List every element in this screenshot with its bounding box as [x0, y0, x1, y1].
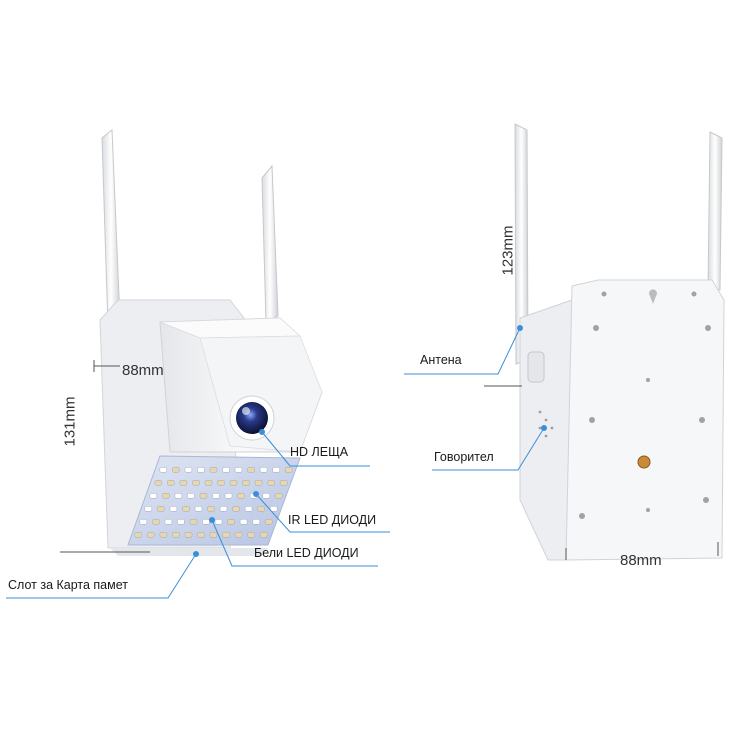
led-dot — [184, 532, 193, 538]
led-dot — [222, 532, 230, 538]
led-dot — [159, 467, 168, 473]
tripod-socket — [637, 455, 651, 469]
led-dot — [259, 532, 268, 538]
led-dot — [204, 480, 213, 486]
led-dot — [172, 467, 180, 473]
led-dot — [257, 506, 265, 512]
led-dot — [207, 506, 215, 512]
led-dot — [242, 480, 250, 486]
led-dot — [177, 519, 185, 525]
led-dot — [267, 480, 275, 486]
led-dot — [184, 467, 193, 473]
led-dot — [247, 532, 255, 538]
led-dot — [219, 506, 228, 512]
led-dot — [157, 506, 165, 512]
led-dot — [149, 493, 158, 499]
led-dot — [187, 493, 195, 499]
led-dot — [199, 493, 208, 499]
led-dot — [244, 506, 253, 512]
led-dot — [262, 493, 270, 499]
led-dot — [172, 532, 180, 538]
led-dot — [164, 519, 173, 525]
led-dot — [252, 519, 260, 525]
led-dot — [229, 480, 238, 486]
led-dot — [264, 519, 273, 525]
led-dot — [197, 467, 205, 473]
camera-back-view — [514, 123, 725, 561]
callout-lines-back — [404, 325, 547, 471]
led-dot — [284, 467, 293, 473]
led-dot — [197, 532, 205, 538]
led-dot — [144, 506, 153, 512]
led-dot — [189, 519, 198, 525]
dimension-lines-back — [484, 385, 719, 560]
led-dot — [279, 480, 288, 486]
led-dot — [209, 532, 218, 538]
led-dot — [214, 519, 223, 525]
antenna-left — [101, 128, 121, 329]
led-dot — [232, 506, 240, 512]
label-card-slot: Слот за Карта памет — [8, 578, 128, 592]
led-dot — [247, 467, 255, 473]
led-dot — [169, 506, 178, 512]
led-dot — [237, 493, 245, 499]
label-antenna: Антена — [420, 353, 462, 367]
led-dot — [239, 519, 248, 525]
led-dot — [174, 493, 183, 499]
led-dot — [167, 480, 175, 486]
led-dot — [227, 519, 235, 525]
antenna-right — [261, 164, 279, 323]
screw-holes — [579, 291, 711, 519]
camera-front-view — [99, 128, 323, 556]
antenna-right-back — [707, 131, 723, 291]
led-dot — [259, 467, 268, 473]
led-dot — [217, 480, 225, 486]
led-dot — [224, 493, 233, 499]
dimension-depth: 88mm — [122, 362, 164, 379]
led-dot — [134, 532, 143, 538]
led-dot — [254, 480, 263, 486]
label-speaker: Говорител — [434, 450, 494, 464]
led-dot — [194, 506, 203, 512]
led-dot — [202, 519, 210, 525]
callout-lines-front — [6, 429, 390, 599]
speaker-holes — [538, 410, 554, 438]
led-dot — [269, 506, 278, 512]
led-dot — [234, 532, 243, 538]
label-ir-led: IR LED ДИОДИ — [288, 513, 377, 527]
label-white-led: Бели LED ДИОДИ — [254, 546, 359, 560]
led-dot — [209, 467, 218, 473]
led-dot — [159, 532, 168, 538]
led-dot — [162, 493, 170, 499]
led-dot — [274, 493, 283, 499]
dimension-height-front: 131mm — [61, 396, 79, 447]
led-dot — [152, 519, 160, 525]
dimension-height-antenna: 123mm — [499, 225, 517, 276]
led-grid — [134, 467, 293, 538]
led-dot — [154, 480, 163, 486]
led-dot — [179, 480, 188, 486]
led-dot — [147, 532, 155, 538]
led-dot — [222, 467, 230, 473]
led-dot — [272, 467, 280, 473]
dimension-lines-front — [60, 360, 150, 553]
led-dot — [182, 506, 190, 512]
led-dot — [234, 467, 243, 473]
label-hd-lens: HD ЛЕЩА — [290, 445, 349, 459]
led-dot — [212, 493, 220, 499]
dimension-width-back: 88mm — [620, 552, 662, 569]
led-dot — [192, 480, 200, 486]
led-dot — [139, 519, 148, 525]
